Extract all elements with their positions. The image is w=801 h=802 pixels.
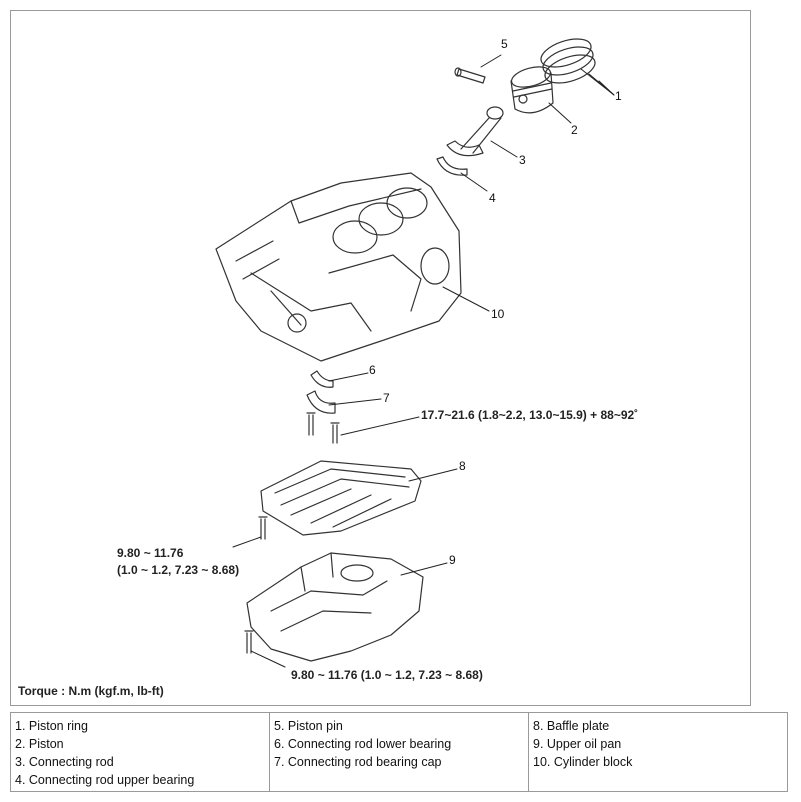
legend-column-1: 1. Piston ring 2. Piston 3. Connecting r… xyxy=(10,712,270,792)
torque-baffle-bolt-line1: 9.80 ~ 11.76 xyxy=(117,546,184,560)
callout-3: 3 xyxy=(519,153,526,167)
torque-bearing-cap-bolt: 17.7~21.6 (1.8~2.2, 13.0~15.9) + 88~92˚ xyxy=(421,408,639,422)
legend-item: 2. Piston xyxy=(15,737,64,751)
legend-item: 6. Connecting rod lower bearing xyxy=(274,737,452,751)
callout-4: 4 xyxy=(489,191,496,205)
bearing-cap-drawing xyxy=(306,390,336,414)
callout-1: 1 xyxy=(615,89,622,103)
legend-row: 1. Piston ring 2. Piston 3. Connecting r… xyxy=(10,712,788,792)
legend-item: 9. Upper oil pan xyxy=(533,737,622,751)
callout-8: 8 xyxy=(459,459,466,473)
callout-10: 10 xyxy=(491,307,505,321)
legend-item: 7. Connecting rod bearing cap xyxy=(274,755,442,769)
legend-column-2: 5. Piston pin 6. Connecting rod lower be… xyxy=(269,712,529,792)
torque-units-caption: Torque : N.m (kgf.m, lb-ft) xyxy=(18,684,164,698)
legend-column-3: 8. Baffle plate 9. Upper oil pan 10. Cyl… xyxy=(528,712,788,792)
cap-bolts-drawing xyxy=(306,412,340,444)
piston-pin-drawing xyxy=(454,67,486,84)
legend-item: 8. Baffle plate xyxy=(533,719,610,733)
callout-5: 5 xyxy=(501,37,508,51)
oil-pan-bolt-drawing xyxy=(244,630,254,654)
callout-2: 2 xyxy=(571,123,578,137)
baffle-bolt-drawing xyxy=(258,516,268,540)
legend-item: 3. Connecting rod xyxy=(15,755,114,769)
callout-6: 6 xyxy=(369,363,376,377)
lower-bearing-drawing xyxy=(310,370,334,388)
exploded-view-diagram: 1 2 3 4 5 6 7 8 9 10 17.7~21.6 (1.8~2.2,… xyxy=(10,10,751,706)
connecting-rod-drawing xyxy=(446,106,504,157)
upper-oil-pan-drawing xyxy=(246,552,424,662)
callout-9: 9 xyxy=(449,553,456,567)
torque-oil-pan-bolt: 9.80 ~ 11.76 (1.0 ~ 1.2, 7.23 ~ 8.68) xyxy=(291,668,483,682)
upper-bearing-drawing xyxy=(436,156,468,176)
parts-legend-table: 1. Piston ring 2. Piston 3. Connecting r… xyxy=(10,712,788,792)
legend-item: 10. Cylinder block xyxy=(533,755,633,769)
diagram-drawing xyxy=(215,38,615,668)
leader-lines xyxy=(232,54,615,668)
legend-item: 5. Piston pin xyxy=(274,719,343,733)
baffle-plate-drawing xyxy=(260,460,422,536)
legend-item: 1. Piston ring xyxy=(15,719,88,733)
legend-item: 4. Connecting rod upper bearing xyxy=(15,773,195,787)
callout-7: 7 xyxy=(383,391,390,405)
cylinder-block-drawing xyxy=(215,172,462,362)
torque-baffle-bolt-line2: (1.0 ~ 1.2, 7.23 ~ 8.68) xyxy=(117,563,240,577)
piston-ring-drawing xyxy=(540,38,596,84)
piston-drawing xyxy=(510,66,554,114)
